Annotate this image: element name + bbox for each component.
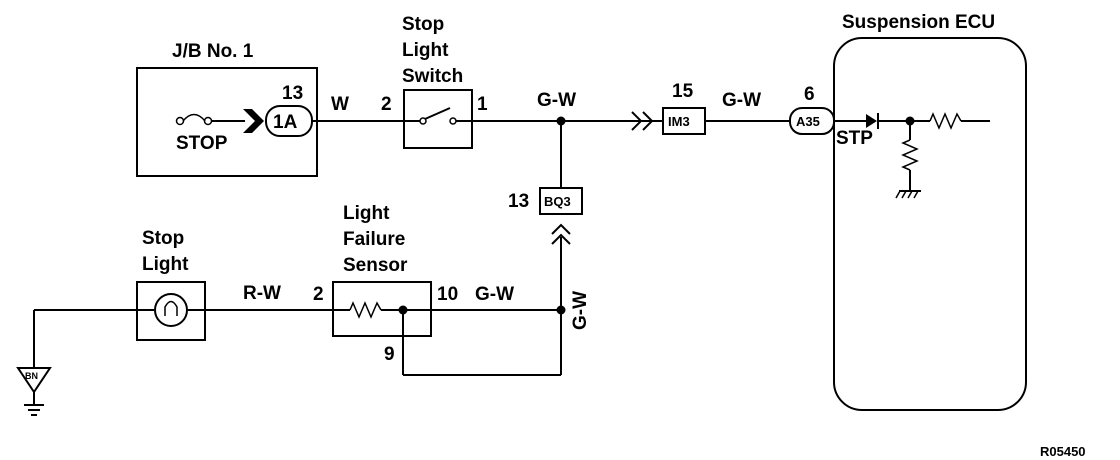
ground-icon [24, 404, 44, 416]
resistor-icon [929, 112, 962, 130]
figure-ref: R05450 [1040, 444, 1086, 459]
ground-label: BN [25, 371, 38, 381]
junction-block: J/B No. 1 STOP 1A 13 [136, 41, 318, 177]
splice-bottom [556, 305, 566, 315]
bq3-arrow-icon [551, 223, 571, 245]
inline-connector-arrow-icon [631, 111, 654, 131]
stop-light-switch: Stop Light Switch 2 1 [381, 14, 488, 149]
bq3-label: BQ3 [544, 194, 571, 209]
light-failure-sensor: Light Failure Sensor 2 10 9 [313, 203, 458, 375]
wire-g-w-label-3: G-W [475, 284, 514, 305]
connector-im3: 15 IM3 [662, 81, 706, 135]
switch-contact-icon [404, 107, 472, 125]
suspension-ecu: Suspension ECU 6 A35 STP [789, 12, 1027, 411]
connector-arrow-icon [243, 109, 264, 133]
ecu-ground-icon [895, 190, 921, 199]
im3-label: IM3 [668, 114, 690, 129]
fuse-label: STOP [176, 133, 228, 154]
ground-bn: BN [16, 310, 52, 416]
sensor-resistor-icon [349, 301, 382, 319]
sensor-label-1: Light [343, 203, 390, 224]
switch-label-2: Light [402, 40, 449, 61]
diode-icon [866, 113, 879, 129]
wire-r-w-label: R-W [243, 283, 281, 304]
connector-bq3: 13 BQ3 [508, 187, 583, 215]
sensor-label-2: Failure [343, 229, 405, 250]
switch-box [403, 89, 473, 149]
wire-g-w-label-1: G-W [537, 90, 576, 111]
jb-title: J/B No. 1 [172, 41, 254, 62]
im3-pin: 15 [672, 81, 694, 102]
pulldown-resistor-icon [901, 139, 919, 171]
switch-label-1: Stop [402, 14, 444, 35]
switch-pin-2: 2 [381, 94, 392, 115]
wire-g-w-vertical-label: G-W [570, 291, 591, 330]
wire-g-w-label-2: G-W [722, 90, 761, 111]
sensor-pin-9: 9 [384, 344, 395, 365]
bq3-pin: 13 [508, 191, 529, 212]
jb-pin: 13 [282, 83, 303, 104]
fuse-icon [175, 113, 245, 126]
connector-1a-label: 1A [273, 112, 298, 133]
switch-label-3: Switch [402, 66, 463, 87]
bq3-box [539, 187, 583, 215]
stop-light-label-1: Stop [142, 228, 184, 249]
ecu-pin: 6 [804, 84, 815, 105]
bulb-icon [154, 293, 188, 327]
connector-a35-label: A35 [796, 114, 820, 129]
ground-triangle-icon [16, 367, 52, 394]
stop-light: Stop Light [136, 228, 206, 341]
ecu-title: Suspension ECU [842, 12, 995, 33]
switch-pin-1: 1 [477, 94, 488, 115]
ecu-terminal-stp: STP [836, 128, 873, 149]
wire-w-label: W [331, 94, 349, 115]
sensor-pin-10: 10 [437, 284, 458, 305]
stop-light-label-2: Light [142, 254, 189, 275]
sensor-pin-2: 2 [313, 284, 324, 305]
sensor-label-3: Sensor [343, 255, 408, 276]
ecu-box [833, 37, 1027, 411]
